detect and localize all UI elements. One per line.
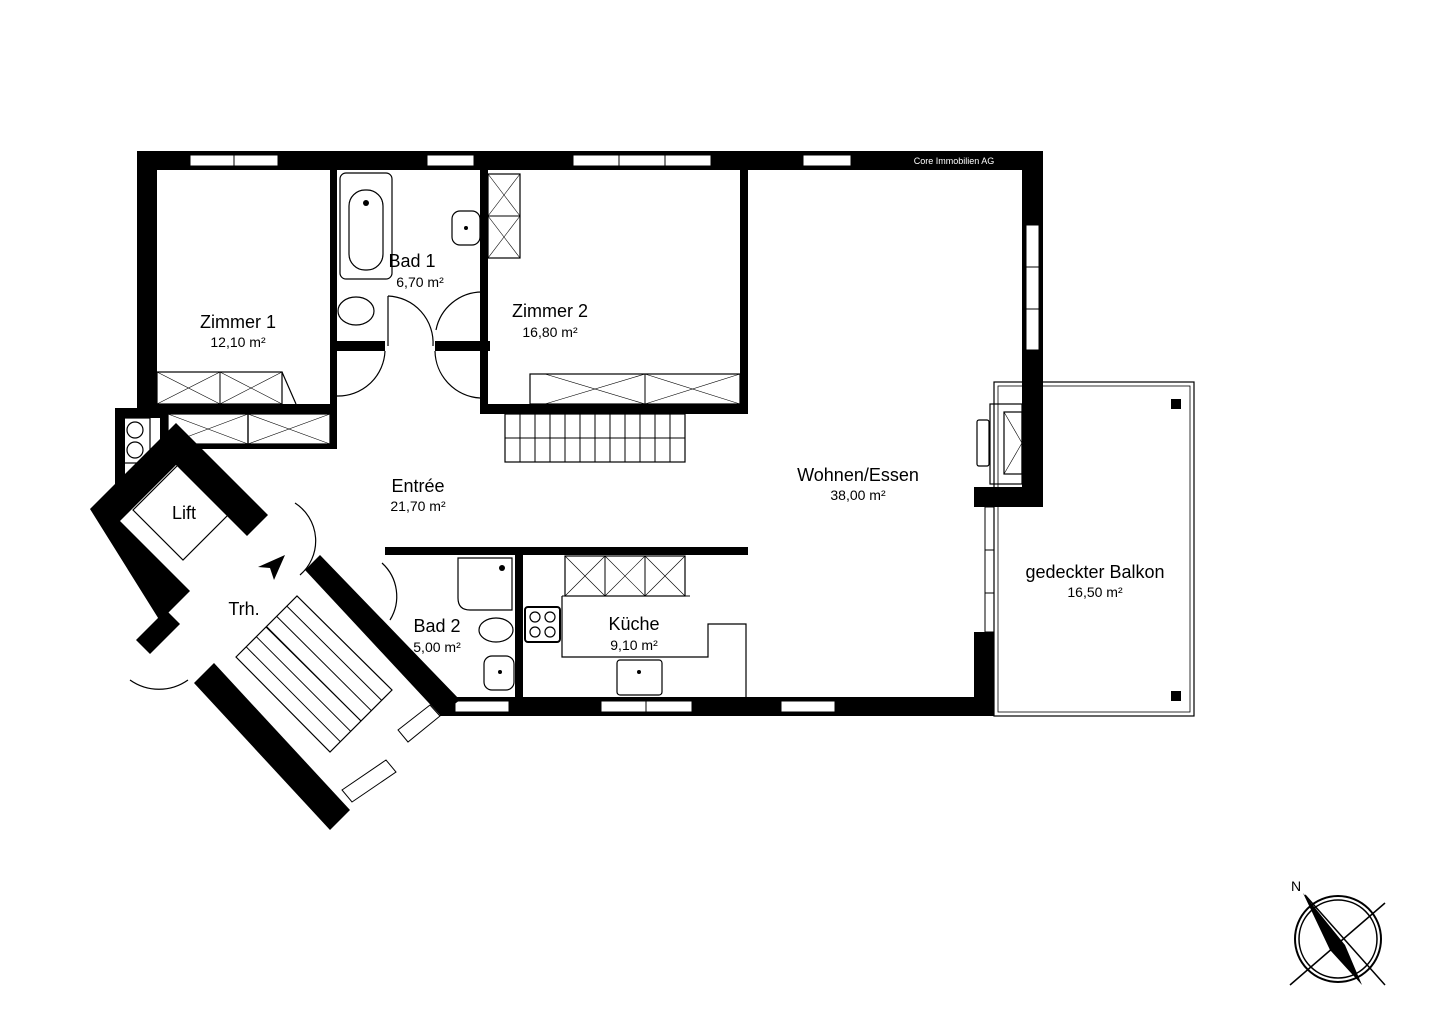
stair-tread	[286, 605, 383, 701]
kitchen-counter	[561, 595, 747, 697]
room-name-bad-1: Bad 1	[388, 251, 435, 271]
room-name-kueche: Küche	[608, 614, 659, 634]
stairwell	[90, 417, 460, 830]
room-labels: Zimmer 1 12,10 m² Bad 1 6,70 m² Zimmer 2…	[172, 251, 1165, 655]
direction-arrow-icon	[258, 555, 285, 580]
door-icon	[129, 291, 483, 690]
room-area-zimmer-1: 12,10 m²	[210, 334, 266, 350]
window-icon	[780, 700, 836, 713]
stair-tread	[255, 636, 352, 732]
toilet-icon	[337, 296, 375, 326]
window-icon	[984, 506, 995, 633]
window-icon	[1025, 224, 1040, 351]
room-area-kueche: 9,10 m²	[610, 637, 658, 653]
lift-car	[132, 459, 234, 561]
room-name-balkon: gedeckter Balkon	[1025, 562, 1164, 582]
compass-icon: N	[1289, 878, 1386, 986]
windows	[189, 154, 1040, 713]
balcony	[993, 381, 1195, 717]
bathtub-icon	[339, 172, 393, 280]
room-name-zimmer-2: Zimmer 2	[512, 301, 588, 321]
room-name-lift: Lift	[172, 503, 196, 523]
room-area-wohnen-essen: 38,00 m²	[830, 487, 886, 503]
window-icon	[454, 700, 510, 713]
room-area-balkon: 16,50 m²	[1067, 584, 1123, 600]
room-name-treppenhaus: Trh.	[228, 599, 259, 619]
room-area-bad-2: 5,00 m²	[413, 639, 461, 655]
wardrobe-icon	[156, 173, 741, 597]
washbasin-icon	[483, 655, 515, 691]
credit-label: Core Immobilien AG	[914, 156, 995, 166]
shower-icon	[457, 557, 513, 611]
washbasin-icon	[451, 210, 481, 246]
window-icon	[572, 154, 712, 167]
stair-tread	[245, 646, 341, 743]
room-area-entree: 21,70 m²	[390, 498, 446, 514]
window-icon	[802, 154, 852, 167]
compass-north-label: N	[1291, 878, 1301, 894]
room-name-bad-2: Bad 2	[413, 616, 460, 636]
fireplace-icon	[976, 403, 1023, 485]
room-name-zimmer-1: Zimmer 1	[200, 312, 276, 332]
room-name-entree: Entrée	[391, 476, 444, 496]
room-area-bad-1: 6,70 m²	[396, 274, 444, 290]
stair-tread	[266, 626, 362, 722]
cooktop-icon	[524, 606, 561, 643]
sink-icon	[616, 659, 663, 696]
window-icon	[426, 154, 475, 167]
room-area-zimmer-2: 16,80 m²	[522, 324, 578, 340]
toilet-icon	[478, 617, 514, 643]
stair-tread	[276, 615, 372, 712]
room-name-wohnen-essen: Wohnen/Essen	[797, 465, 919, 485]
